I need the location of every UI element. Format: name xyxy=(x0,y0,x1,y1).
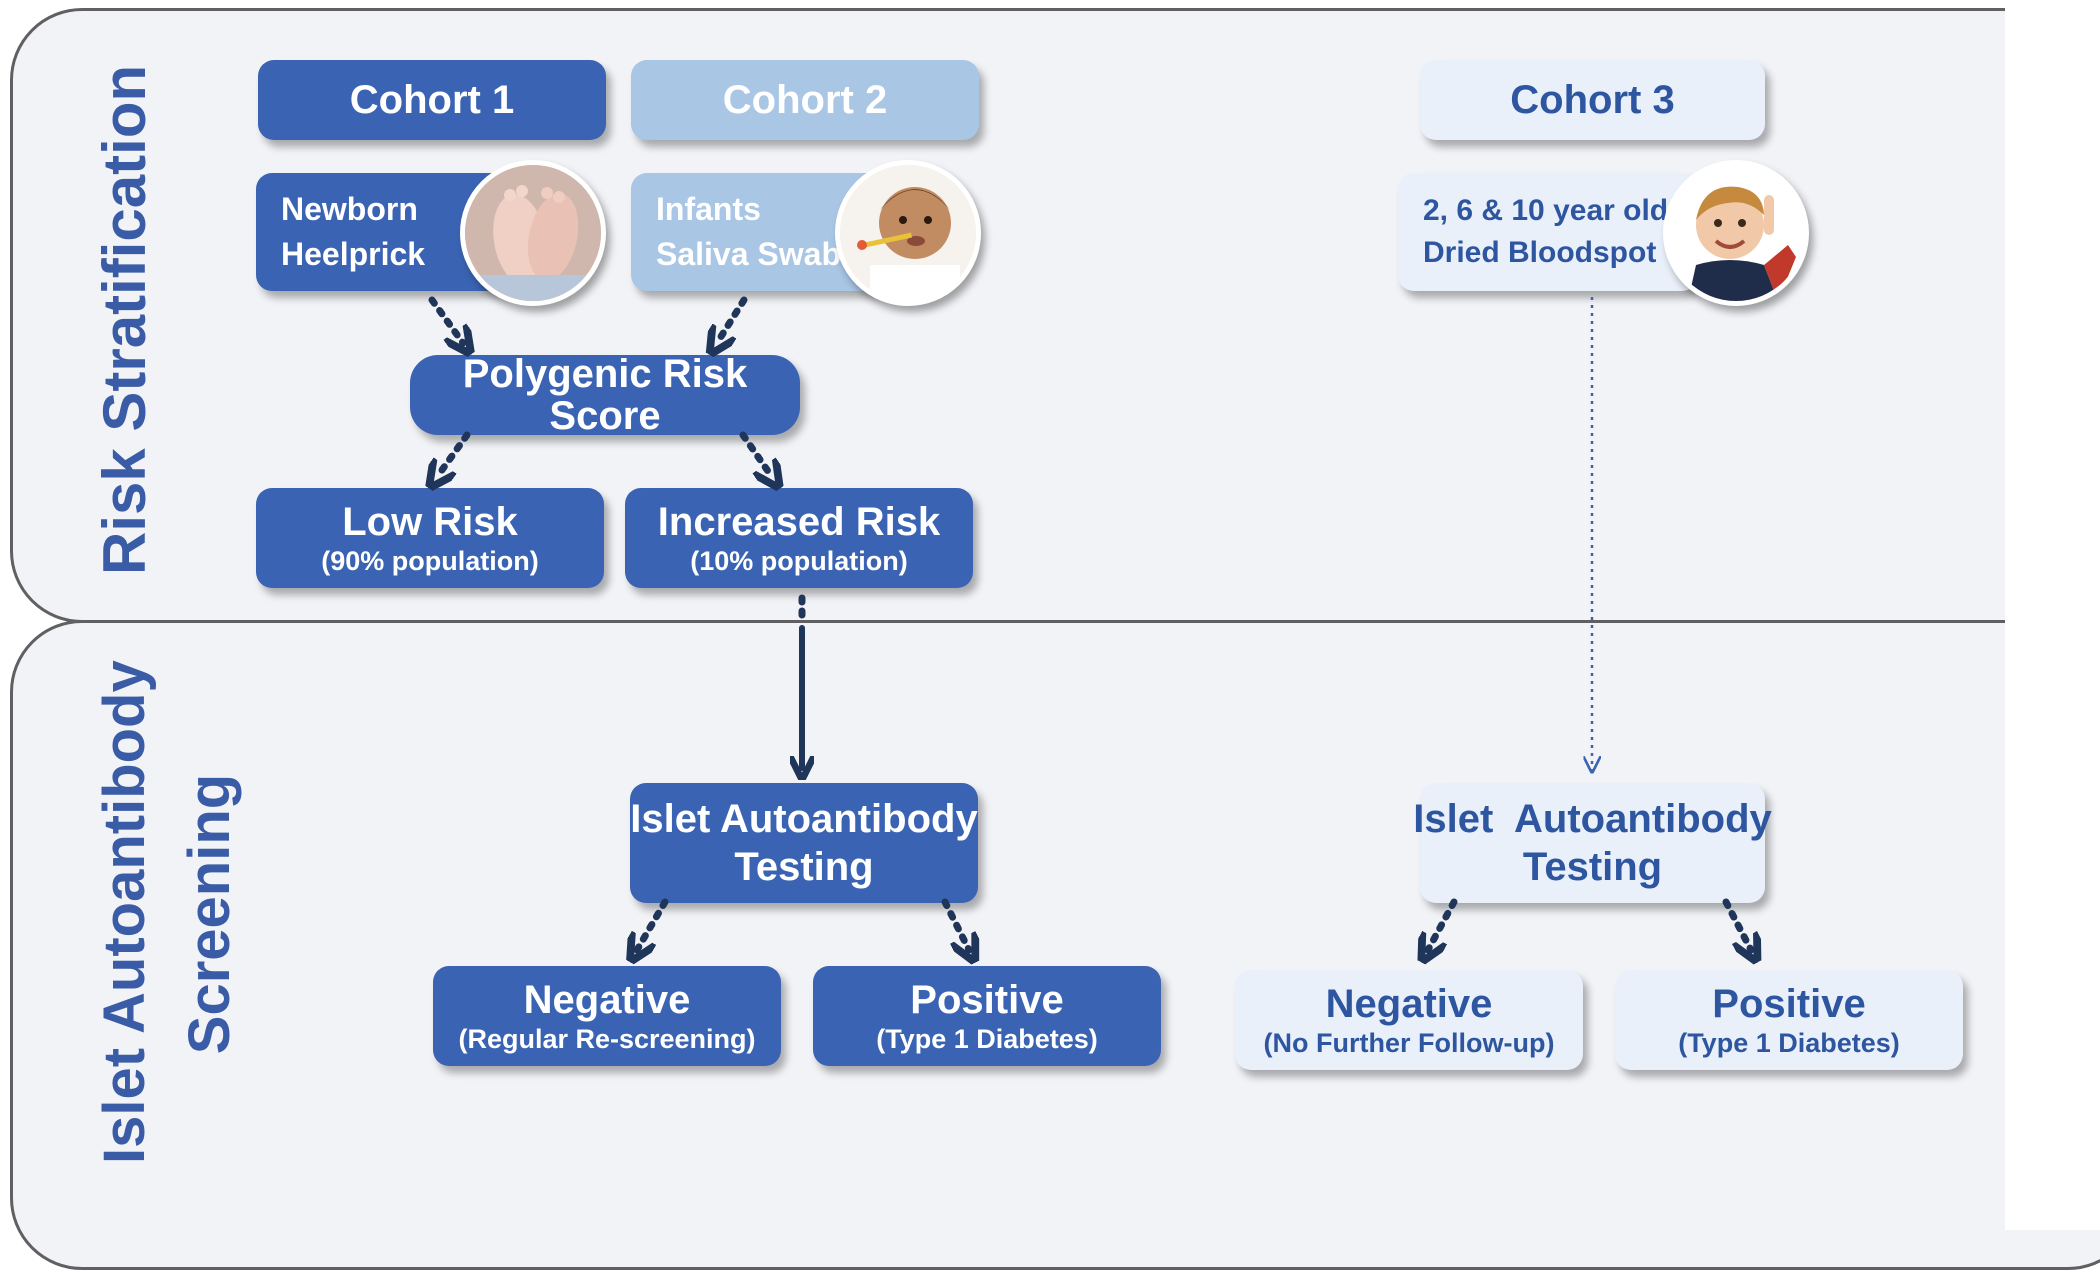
negative-main-box: Negative (Regular Re-screening) xyxy=(433,966,781,1066)
low-risk-title: Low Risk xyxy=(342,499,518,544)
increased-risk-box: Increased Risk (10% population) xyxy=(625,488,973,588)
negative-main-title: Negative xyxy=(523,977,691,1022)
child-photo xyxy=(1663,160,1809,306)
islet-testing-main-line2: Testing xyxy=(734,845,874,889)
positive-cohort3-box: Positive (Type 1 Diabetes) xyxy=(1615,970,1963,1070)
arrow-testing-to-positive xyxy=(941,898,969,950)
negative-c3-sub: (No Further Follow-up) xyxy=(1263,1027,1555,1058)
cohort-3-sample: 2, 6 & 10 year olds Dried Bloodspot xyxy=(1398,173,1698,291)
cohort-3-line2: Dried Bloodspot xyxy=(1423,236,1657,269)
cohort-1-line1: Newborn xyxy=(281,191,418,228)
right-margin xyxy=(2005,0,2100,1230)
islet-testing-main-box: Islet Autoantibody Testing xyxy=(630,783,978,903)
arrow-prs-to-low xyxy=(437,431,471,477)
cohort-1-line2: Heelprick xyxy=(281,236,426,272)
negative-main-sub: (Regular Re-screening) xyxy=(458,1023,756,1054)
newborn-feet-photo xyxy=(460,160,606,306)
infant-swab-photo xyxy=(835,160,981,306)
negative-c3-title: Negative xyxy=(1325,981,1493,1026)
positive-c3-sub: (Type 1 Diabetes) xyxy=(1678,1027,1900,1058)
cohort-2-line2: Saliva Swab xyxy=(656,236,841,272)
polygenic-risk-score-label: Polygenic Risk Score xyxy=(462,352,748,438)
cohort-1-title: Cohort 1 xyxy=(349,78,515,122)
cohort-2-header: Cohort 2 xyxy=(631,60,979,140)
increased-risk-sub: (10% population) xyxy=(690,545,908,576)
arrow-cohort1-to-prs xyxy=(428,296,463,343)
positive-main-sub: (Type 1 Diabetes) xyxy=(876,1023,1098,1054)
polygenic-risk-score-box: Polygenic Risk Score xyxy=(410,352,800,438)
cohort-1-header: Cohort 1 xyxy=(258,60,606,140)
positive-main-box: Positive (Type 1 Diabetes) xyxy=(813,966,1161,1066)
low-risk-box: Low Risk (90% population) xyxy=(256,488,604,588)
islet-testing-main-line1: Islet Autoantibody xyxy=(630,797,978,841)
islet-testing-c3-line2: Testing xyxy=(1522,845,1663,889)
arrow-c3testing-to-positive xyxy=(1722,898,1751,950)
cohort-3-line1: 2, 6 & 10 year olds xyxy=(1423,194,1685,227)
arrow-cohort2-to-prs xyxy=(717,296,748,343)
arrow-c3testing-to-negative xyxy=(1428,898,1458,950)
islet-testing-cohort3-box: Islet Autoantibody Testing xyxy=(1413,783,1772,903)
cohort-3-header: Cohort 3 xyxy=(1420,60,1765,140)
islet-testing-c3-line1: Islet Autoantibody xyxy=(1413,797,1772,841)
increased-risk-title: Increased Risk xyxy=(657,499,941,544)
connector-arrows xyxy=(0,296,2100,1230)
cohort-2-line1: Infants xyxy=(656,191,761,228)
negative-cohort3-box: Negative (No Further Follow-up) xyxy=(1235,970,1583,1070)
cohort-3-title: Cohort 3 xyxy=(1510,78,1675,122)
cohort-2-title: Cohort 2 xyxy=(722,78,888,122)
low-risk-sub: (90% population) xyxy=(321,545,539,576)
positive-c3-title: Positive xyxy=(1712,981,1866,1026)
positive-main-title: Positive xyxy=(910,977,1064,1022)
arrow-prs-to-increased xyxy=(739,431,772,477)
arrow-testing-to-negative xyxy=(637,898,669,950)
